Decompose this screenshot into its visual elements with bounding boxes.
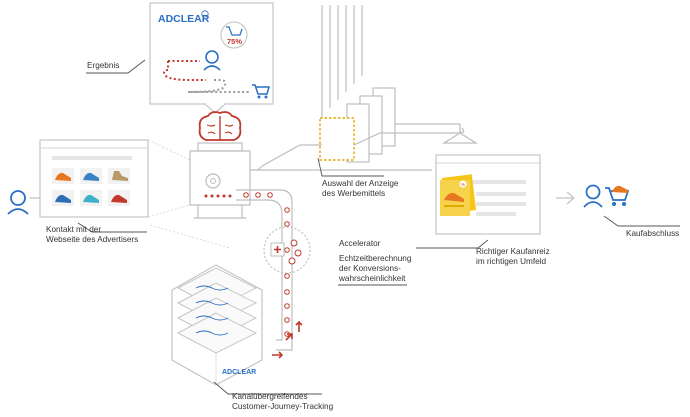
ad-badge: % xyxy=(461,182,465,187)
cart-icon xyxy=(252,84,270,99)
buyer-icon xyxy=(583,184,603,208)
label-kaufabschluss: Kaufabschluss xyxy=(626,229,679,238)
conversion-percent: 75% xyxy=(227,37,242,46)
user-icon xyxy=(203,50,221,71)
label-kaufanreiz: Richtiger Kaufanreiz im richtigen Umfeld xyxy=(476,247,552,266)
advertiser-website xyxy=(39,139,149,218)
left-user-icon xyxy=(7,190,29,215)
shoe-grid xyxy=(52,168,130,206)
machine xyxy=(189,142,263,219)
label-ergebnis: Ergebnis xyxy=(87,61,119,70)
ad-frames xyxy=(319,5,460,163)
adclear-logo: ADCLEAR xyxy=(158,13,210,25)
yellow-ad: % xyxy=(440,174,477,216)
brain-icon xyxy=(198,111,242,141)
adclear-logo-small: ADCLEAR xyxy=(222,369,256,376)
label-accelerator: Accelerator xyxy=(339,239,381,248)
label-tracking: Kanalübergreifendes Customer-Journey-Tra… xyxy=(232,392,334,411)
label-auswahl: Auswahl der Anzeige des Werbemittels xyxy=(322,179,401,198)
accelerator xyxy=(263,226,311,274)
label-kontakt: Kontakt mit der Webseite des Advertisers xyxy=(46,225,138,244)
journey-path-red xyxy=(163,60,206,81)
conveyor-track xyxy=(236,189,293,351)
arrow-to-purchase xyxy=(556,191,575,205)
label-echtzeit: Echtzeitberechnung der Konversions- wahr… xyxy=(338,254,414,283)
journey-path-gray xyxy=(187,79,250,93)
purchase-cart-icon xyxy=(605,185,630,206)
target-website: % xyxy=(435,154,541,235)
conversion-badge: 75% xyxy=(220,21,248,49)
result-card: ADCLEAR 75% xyxy=(149,2,274,114)
arrow-icon xyxy=(272,320,303,359)
server-stack: ADCLEAR xyxy=(171,264,263,386)
hanger-icon xyxy=(441,124,479,144)
